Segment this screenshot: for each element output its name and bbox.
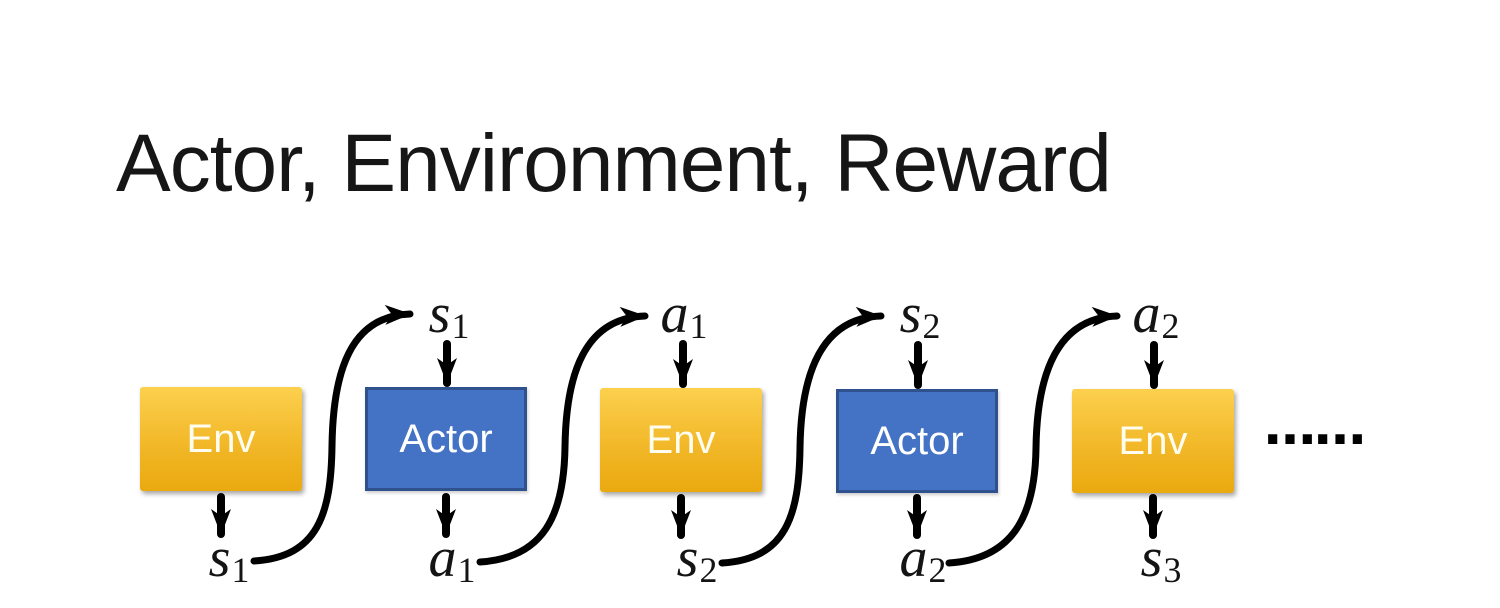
bottom-label-s2-sub: 2 (699, 550, 718, 591)
env-box-1: Env (140, 387, 302, 491)
top-label-a1: a1 (661, 286, 708, 348)
top-label-s2-base: s (899, 283, 922, 345)
bottom-label-a1-base: a (428, 527, 457, 589)
bottom-label-a2-sub: 2 (928, 550, 947, 591)
bottom-label-s3: s3 (1141, 530, 1182, 592)
top-label-s1: s1 (429, 286, 470, 348)
bottom-label-s2: s2 (677, 530, 718, 592)
top-label-a1-sub: 1 (689, 306, 708, 347)
env-box-3: Env (1072, 389, 1234, 493)
continuation-ellipsis: …… (1264, 397, 1366, 457)
bottom-label-s1-sub: 1 (231, 550, 250, 591)
bottom-label-s1: s1 (209, 530, 250, 592)
actor-box-2: Actor (836, 389, 998, 493)
bottom-label-a2-base: a (899, 527, 928, 589)
bottom-label-a1-sub: 1 (457, 550, 476, 591)
bottom-label-a2: a2 (900, 530, 947, 592)
env-box-2-label: Env (646, 417, 716, 462)
bottom-label-a1: a1 (429, 530, 476, 592)
top-label-a1-base: a (660, 283, 689, 345)
slide-title: Actor, Environment, Reward (116, 118, 1112, 209)
top-label-s1-base: s (428, 283, 451, 345)
actor-box-1: Actor (365, 387, 527, 491)
env-box-1-label: Env (186, 416, 256, 461)
top-label-s2-sub: 2 (922, 306, 941, 347)
top-label-s2: s2 (900, 286, 941, 348)
bottom-label-s3-sub: 3 (1163, 550, 1182, 591)
env-box-3-label: Env (1118, 418, 1188, 463)
env-box-2: Env (600, 388, 762, 492)
actor-box-2-label: Actor (870, 418, 964, 463)
top-label-a2: a2 (1133, 286, 1180, 348)
top-label-s1-sub: 1 (451, 306, 470, 347)
bottom-label-s3-base: s (1140, 527, 1163, 589)
bottom-label-s2-base: s (676, 527, 699, 589)
top-label-a2-base: a (1132, 283, 1161, 345)
actor-box-1-label: Actor (399, 416, 493, 461)
bottom-label-s1-base: s (208, 527, 231, 589)
top-label-a2-sub: 2 (1161, 306, 1180, 347)
